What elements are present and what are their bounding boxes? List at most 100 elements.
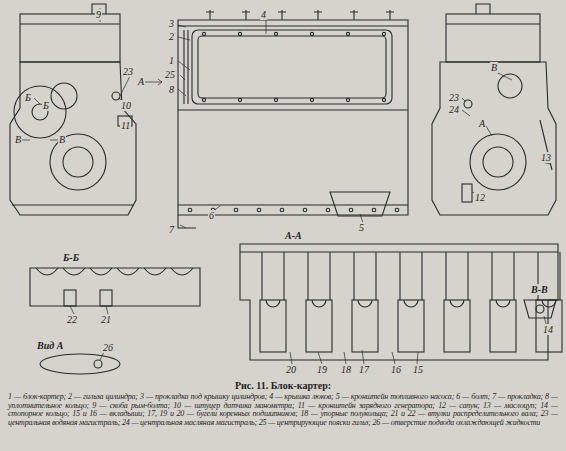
cylinder-bore [144, 268, 166, 275]
flange-bolt [234, 208, 238, 212]
head-stud [314, 10, 322, 20]
callout-number: 3 [168, 18, 175, 29]
bearing-shell [450, 300, 464, 307]
callout-number: 15 [412, 364, 424, 375]
callout-number: 13 [540, 152, 552, 163]
callout-number: В [14, 134, 22, 145]
bulkhead [400, 252, 422, 300]
flange-bolt [280, 208, 284, 212]
flange-bolt [257, 208, 261, 212]
dipstick [540, 120, 552, 170]
callout-number: 2 [168, 31, 175, 42]
flange-bolt [349, 208, 353, 212]
cover-bolt [238, 32, 241, 35]
leader-lines [22, 8, 550, 364]
cover-bolt [238, 98, 241, 101]
head-stud [242, 10, 250, 20]
bearing-cap [398, 300, 424, 352]
flange-bolt [395, 208, 399, 212]
callout-number: 24 [448, 104, 460, 115]
callout-number: 25 [164, 69, 176, 80]
cylinder-bore [63, 268, 85, 275]
flange-bolt [372, 208, 376, 212]
callout-number: 14 [542, 324, 554, 335]
bearing-shell [266, 300, 280, 307]
section-label: Вид А [36, 340, 64, 351]
callout-number: 18 [340, 364, 352, 375]
callout-number: 20 [285, 364, 297, 375]
cylinder-bore [36, 268, 58, 275]
cover-bolt [274, 98, 277, 101]
bearing-cap [444, 300, 470, 352]
bulkhead [354, 252, 376, 300]
cover-bolt [382, 98, 385, 101]
bulkhead [492, 252, 514, 300]
view-a-flange [40, 354, 120, 374]
bearing-cap [260, 300, 286, 352]
hatch-cover [192, 30, 392, 104]
callout-number: 16 [390, 364, 402, 375]
callout-number: 23 [448, 92, 460, 103]
bearing-cap [352, 300, 378, 352]
figure-title: Рис. 11. Блок-картер: [0, 380, 566, 392]
head-stud [386, 10, 394, 20]
head-stud [206, 10, 214, 20]
bearing-cap [490, 300, 516, 352]
cover-bolt [310, 32, 313, 35]
callout-number: В [58, 134, 66, 145]
head-stud [278, 10, 286, 20]
breather [462, 184, 472, 202]
pump-bracket [330, 192, 390, 216]
callout-number: 10 [120, 100, 132, 111]
callout-number: А [137, 76, 145, 87]
callout-number: Б [42, 100, 50, 111]
bearing-shell [496, 300, 510, 307]
section-label: Б-Б [62, 252, 80, 263]
cover-bolt [310, 98, 313, 101]
callout-number: Б [24, 92, 32, 103]
bearing-cap [306, 300, 332, 352]
figure-caption: 1 — блок-картер; 2 — гильза цилиндра; 3 … [8, 393, 558, 427]
cylinder-head-face [20, 14, 120, 62]
callout-number: 6 [208, 210, 215, 221]
flange-bolt [326, 208, 330, 212]
cover-bolt [202, 32, 205, 35]
cover-bolt [346, 98, 349, 101]
callout-number: А [478, 118, 486, 129]
crankcase-section [240, 244, 558, 360]
block-rear-outline [432, 62, 556, 215]
cylinder-bore [90, 268, 112, 275]
callout-number: В [490, 62, 498, 73]
callout-number: 17 [358, 364, 370, 375]
callout-number: 5 [358, 222, 365, 233]
bearing-shell [404, 300, 418, 307]
callout-number: 19 [316, 364, 328, 375]
flange-bolt [303, 208, 307, 212]
callout-number: 21 [100, 314, 112, 325]
callout-number: 12 [474, 192, 486, 203]
head-stud [350, 10, 358, 20]
callout-number: 11 [120, 120, 131, 131]
callout-number: 4 [260, 9, 267, 20]
bulkhead [446, 252, 468, 300]
section-label: А-А [284, 230, 303, 241]
callout-number: 22 [66, 314, 78, 325]
callout-number: 8 [168, 84, 175, 95]
flange-bolt [188, 208, 192, 212]
bulkhead [308, 252, 330, 300]
section-label: В-В [530, 284, 549, 295]
bulkhead [262, 252, 284, 300]
cylinder-bore [117, 268, 139, 275]
block-side-outline [178, 20, 408, 215]
callout-number: 23 [122, 66, 134, 77]
bearing-shell [358, 300, 372, 307]
callout-number: 9 [95, 9, 102, 20]
cover-bolt [202, 98, 205, 101]
block-end-outline [10, 62, 136, 215]
bearing-cap [536, 300, 562, 352]
cover-bolt [382, 32, 385, 35]
cover-bolt [346, 32, 349, 35]
cover-bolt [274, 32, 277, 35]
callout-number: 7 [168, 224, 175, 235]
callout-number: 26 [102, 342, 114, 353]
